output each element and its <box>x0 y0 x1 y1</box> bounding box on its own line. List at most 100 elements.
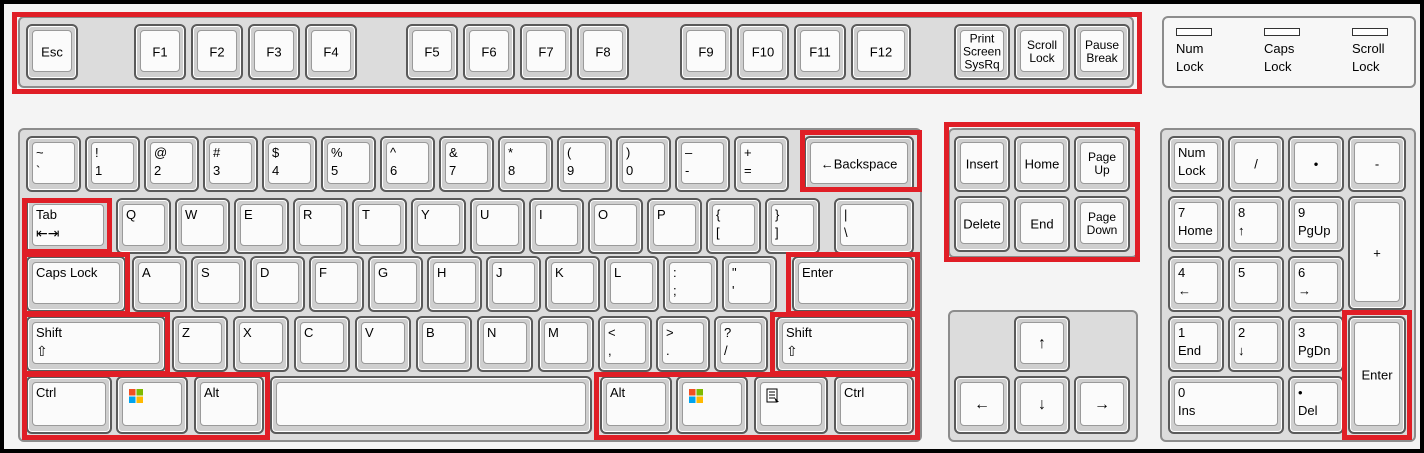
numpad-8-key[interactable]: 8↑ <box>1228 196 1284 252</box>
top-symbol-key-3[interactable]: |\ <box>834 198 914 254</box>
number-key-11[interactable]: )0 <box>616 136 671 192</box>
f9-key[interactable]: F9 <box>680 24 732 80</box>
letter-key-l[interactable]: L <box>604 256 659 312</box>
f4-key[interactable]: F4 <box>305 24 357 80</box>
letter-key-x[interactable]: X <box>233 316 289 372</box>
letter-key-w[interactable]: W <box>175 198 230 254</box>
letter-key-i[interactable]: I <box>529 198 584 254</box>
number-key-4[interactable]: #3 <box>203 136 258 192</box>
numpad-plus-key[interactable]: + <box>1348 196 1406 310</box>
arrow-right-key[interactable]: → <box>1074 376 1130 434</box>
bottom-symbol-key-1[interactable]: <, <box>598 316 652 372</box>
number-key-8[interactable]: &7 <box>439 136 494 192</box>
left-alt-key[interactable]: Alt <box>194 376 264 434</box>
letter-key-q[interactable]: Q <box>116 198 171 254</box>
end-key[interactable]: End <box>1014 196 1070 252</box>
enter-key[interactable]: Enter <box>792 256 914 312</box>
f11-key[interactable]: F11 <box>794 24 846 80</box>
letter-key-c[interactable]: C <box>294 316 350 372</box>
number-key-9[interactable]: *8 <box>498 136 553 192</box>
letter-key-d[interactable]: D <box>250 256 305 312</box>
letter-key-z[interactable]: Z <box>172 316 228 372</box>
number-key-5[interactable]: $4 <box>262 136 317 192</box>
insert-key[interactable]: Insert <box>954 136 1010 192</box>
home-symbol-key-1[interactable]: :; <box>663 256 718 312</box>
left-ctrl-key[interactable]: Ctrl <box>26 376 112 434</box>
f1-key[interactable]: F1 <box>134 24 186 80</box>
letter-key-o[interactable]: O <box>588 198 643 254</box>
number-key-6[interactable]: %5 <box>321 136 376 192</box>
left-shift-key[interactable]: Shift⇧ <box>26 316 166 372</box>
letter-key-y[interactable]: Y <box>411 198 466 254</box>
number-key-1[interactable]: ~` <box>26 136 81 192</box>
letter-key-u[interactable]: U <box>470 198 525 254</box>
arrow-down-key[interactable]: ↓ <box>1014 376 1070 434</box>
right-shift-key[interactable]: Shift⇧ <box>776 316 914 372</box>
bottom-symbol-key-2[interactable]: >. <box>656 316 710 372</box>
letter-key-t[interactable]: T <box>352 198 407 254</box>
caps-lock-key[interactable]: Caps Lock <box>26 256 126 312</box>
f10-key[interactable]: F10 <box>737 24 789 80</box>
letter-key-r[interactable]: R <box>293 198 348 254</box>
letter-key-n[interactable]: N <box>477 316 533 372</box>
arrow-left-key[interactable]: ← <box>954 376 1010 434</box>
letter-key-j[interactable]: J <box>486 256 541 312</box>
letter-key-s[interactable]: S <box>191 256 246 312</box>
number-key-7[interactable]: ^6 <box>380 136 435 192</box>
numpad-2-key[interactable]: 2↓ <box>1228 316 1284 372</box>
menu-key[interactable] <box>754 376 828 434</box>
numpad-4-key[interactable]: 4← <box>1168 256 1224 312</box>
letter-key-f[interactable]: F <box>309 256 364 312</box>
letter-key-h[interactable]: H <box>427 256 482 312</box>
numpad-divide-key[interactable]: / <box>1228 136 1284 192</box>
letter-key-a[interactable]: A <box>132 256 187 312</box>
home-symbol-key-2[interactable]: "' <box>722 256 777 312</box>
f3-key[interactable]: F3 <box>248 24 300 80</box>
numpad-6-key[interactable]: 6→ <box>1288 256 1344 312</box>
top-symbol-key-2[interactable]: }] <box>765 198 820 254</box>
letter-key-m[interactable]: M <box>538 316 594 372</box>
number-key-12[interactable]: –- <box>675 136 730 192</box>
number-key-13[interactable]: += <box>734 136 789 192</box>
backspace-key[interactable]: ←Backspace <box>804 136 914 192</box>
right-windows-key[interactable] <box>676 376 748 434</box>
numpad-minus-key[interactable]: - <box>1348 136 1406 192</box>
numpad-enter-key[interactable]: Enter <box>1348 316 1406 434</box>
tab-key[interactable]: Tab⇤⇥ <box>26 198 110 254</box>
letter-key-k[interactable]: K <box>545 256 600 312</box>
esc-key[interactable]: Esc <box>26 24 78 80</box>
f6-key[interactable]: F6 <box>463 24 515 80</box>
top-symbol-key-1[interactable]: {[ <box>706 198 761 254</box>
f7-key[interactable]: F7 <box>520 24 572 80</box>
delete-key[interactable]: Delete <box>954 196 1010 252</box>
numpad-multiply-key[interactable]: • <box>1288 136 1344 192</box>
letter-key-b[interactable]: B <box>416 316 472 372</box>
numpad-decimal-key[interactable]: •Del <box>1288 376 1344 434</box>
space-bar[interactable] <box>270 376 592 434</box>
letter-key-v[interactable]: V <box>355 316 411 372</box>
f12-key[interactable]: F12 <box>851 24 911 80</box>
arrow-up-key[interactable]: ↑ <box>1014 316 1070 372</box>
number-key-2[interactable]: !1 <box>85 136 140 192</box>
right-ctrl-key[interactable]: Ctrl <box>834 376 914 434</box>
f8-key[interactable]: F8 <box>577 24 629 80</box>
f5-key[interactable]: F5 <box>406 24 458 80</box>
number-key-10[interactable]: (9 <box>557 136 612 192</box>
right-alt-key[interactable]: Alt <box>600 376 672 434</box>
f2-key[interactable]: F2 <box>191 24 243 80</box>
letter-key-g[interactable]: G <box>368 256 423 312</box>
numpad-5-key[interactable]: 5 <box>1228 256 1284 312</box>
home-key[interactable]: Home <box>1014 136 1070 192</box>
bottom-symbol-key-3[interactable]: ?/ <box>714 316 768 372</box>
letter-key-e[interactable]: E <box>234 198 289 254</box>
